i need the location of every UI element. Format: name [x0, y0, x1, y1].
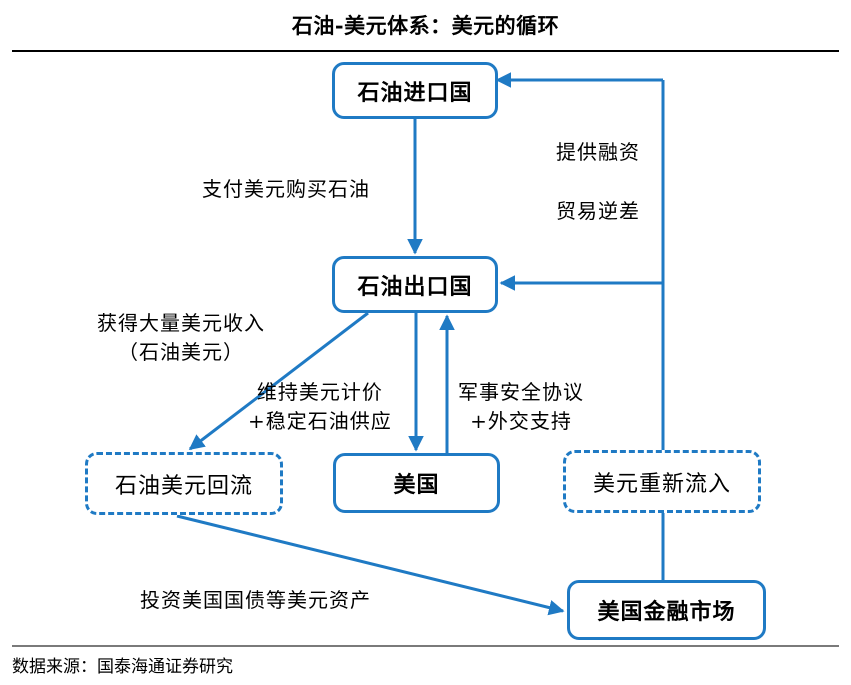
source-divider [12, 645, 839, 647]
title-divider-top [12, 50, 839, 52]
edge-label-maintain-usd-pricing: 维持美元计价 +稳定石油供应 [248, 378, 392, 436]
edge-label-pay-usd-buy-oil: 支付美元购买石油 [202, 177, 370, 201]
edge-label-military-security-line1: 军事安全协议 [458, 380, 584, 404]
node-oil-exporters[interactable]: 石油出口国 [332, 256, 498, 313]
source-note: 数据来源：国泰海通证券研究 [12, 657, 233, 677]
node-oil-importers[interactable]: 石油进口国 [332, 62, 498, 119]
edge-label-provide-financing: 提供融资 [556, 140, 640, 164]
edge-export-to-reflow [188, 311, 369, 451]
edge-label-trade-deficit: 贸易逆差 [556, 199, 640, 223]
node-usa-label: 美国 [393, 472, 440, 498]
edge-label-large-usd-income-line2: （石油美元） [118, 340, 244, 364]
node-petrodollar-reflow-label: 石油美元回流 [114, 473, 253, 499]
node-usa[interactable]: 美国 [333, 453, 500, 513]
edge-label-invest-us-treasuries: 投资美国国债等美元资产 [140, 588, 371, 612]
edge-label-military-security-line2: +外交支持 [470, 409, 572, 433]
node-us-financial-market-label: 美国金融市场 [597, 599, 736, 625]
node-oil-importers-label: 石油进口国 [357, 79, 473, 106]
edge-label-maintain-usd-pricing-line1: 维持美元计价 [256, 380, 383, 404]
edge-label-military-security: 军事安全协议 +外交支持 [458, 378, 584, 436]
node-us-financial-market[interactable]: 美国金融市场 [567, 580, 766, 640]
edge-label-large-usd-income: 获得大量美元收入 （石油美元） [97, 309, 265, 367]
node-oil-exporters-label: 石油出口国 [357, 273, 473, 300]
page-title: 石油-美元体系：美元的循环 [291, 13, 560, 38]
edge-label-maintain-usd-pricing-line2: +稳定石油供应 [248, 409, 392, 433]
edge-reflow-to-market [176, 514, 565, 616]
node-dollar-inflow-label: 美元重新流入 [592, 471, 731, 497]
node-dollar-inflow[interactable]: 美元重新流入 [563, 450, 761, 513]
edge-label-large-usd-income-line1: 获得大量美元收入 [97, 311, 265, 335]
node-petrodollar-reflow[interactable]: 石油美元回流 [85, 452, 283, 515]
